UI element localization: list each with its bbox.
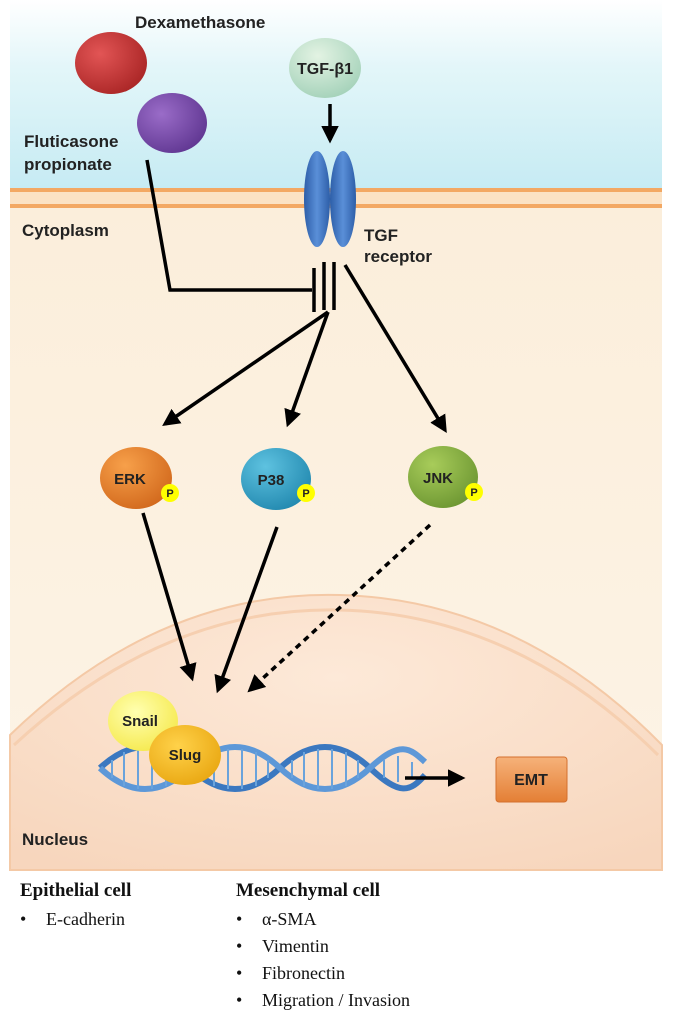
epithelial-marker-list: •E-cadherin: [20, 906, 131, 933]
dexamethasone-label: Dexamethasone: [135, 13, 265, 32]
emt-label: EMT: [514, 772, 548, 789]
jnk-kinase: [408, 446, 478, 508]
erk-kinase: [100, 447, 172, 509]
jnk-phospho-badge: [465, 483, 483, 501]
erk-label: ERK: [114, 471, 146, 488]
legend-item: •Vimentin: [236, 936, 329, 956]
legend-item: •Migration / Invasion: [236, 990, 410, 1010]
erk-phospho-badge: [161, 484, 179, 502]
tgf-receptor-label-line2: receptor: [364, 247, 432, 266]
legend-item: •α-SMA: [236, 909, 317, 929]
nucleus-label: Nucleus: [22, 830, 88, 849]
dexamethasone-molecule: [75, 32, 147, 94]
tgf-receptor-right: [330, 151, 356, 247]
tgf-beta1-label: TGF-β1: [297, 61, 353, 78]
arrow-erk-to-nucleus: [141, 512, 197, 682]
arrow-receptor-to-erk: [162, 310, 329, 426]
arrow-receptor-to-jnk: [343, 264, 447, 433]
snail-label: Snail: [122, 713, 158, 730]
erk-phospho-label: P: [166, 488, 173, 500]
nucleus-envelope-inner: [12, 608, 660, 757]
p38-phospho-label: P: [302, 488, 309, 500]
inhibition-line-fluticasone: [145, 159, 312, 292]
arrow-p38-to-nucleus: [214, 526, 279, 694]
slug-factor: [149, 725, 221, 785]
p38-phospho-badge: [297, 484, 315, 502]
legend-item: •E-cadherin: [20, 909, 125, 929]
emt-box: [495, 756, 568, 803]
fluticasone-label-line2: propionate: [24, 155, 112, 174]
fluticasone-label-line1: Fluticasone: [24, 132, 118, 151]
p38-kinase: [241, 448, 311, 510]
mesenchymal-legend-title: Mesenchymal cell: [236, 880, 381, 901]
mesenchymal-marker-list: •α-SMA •Vimentin •Fibronectin •Migration…: [236, 906, 410, 1014]
mesenchymal-legend: Mesenchymal cell •α-SMA •Vimentin •Fibro…: [236, 880, 410, 1014]
slug-label: Slug: [169, 747, 202, 764]
arrow-jnk-to-nucleus: [247, 523, 432, 693]
fluticasone-molecule: [137, 93, 207, 153]
jnk-phospho-label: P: [470, 487, 477, 499]
cytoplasm-label: Cytoplasm: [22, 221, 109, 240]
epithelial-legend: Epithelial cell •E-cadherin: [20, 880, 131, 933]
jnk-label: JNK: [423, 470, 453, 487]
legend-item: •Fibronectin: [236, 963, 345, 983]
tgf-receptor-left: [304, 151, 330, 247]
tgf-receptor-label-line1: TGF: [364, 226, 398, 245]
tgf-beta1-ligand: [289, 38, 361, 98]
p38-label: P38: [258, 472, 285, 489]
arrow-receptor-to-p38: [284, 311, 330, 428]
epithelial-legend-title: Epithelial cell: [20, 880, 132, 901]
